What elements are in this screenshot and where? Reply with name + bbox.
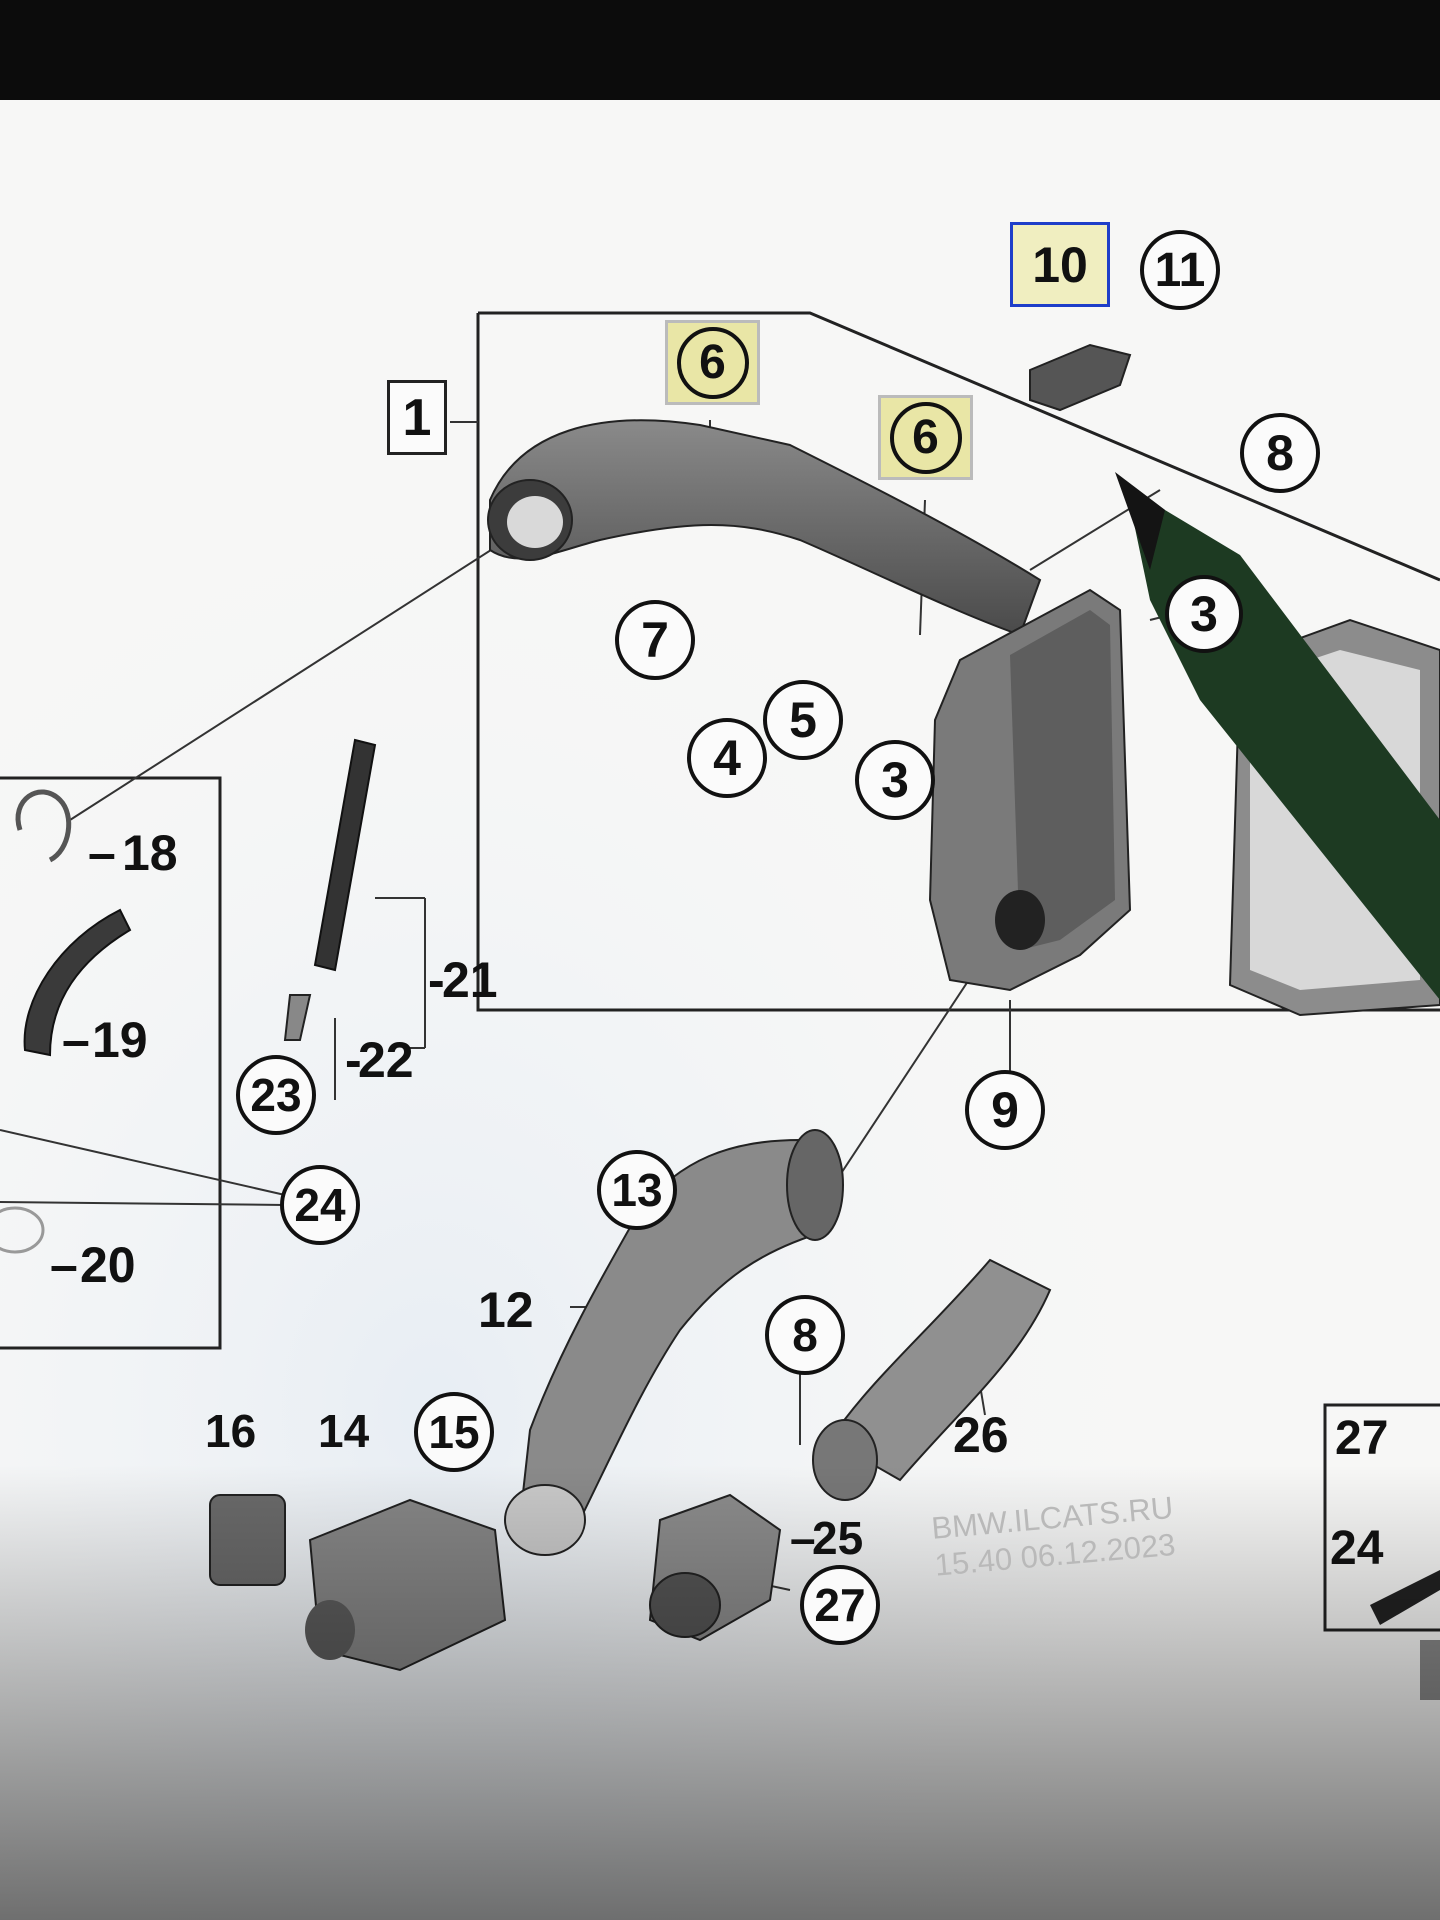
callout-26[interactable]: 26 <box>953 1407 1009 1463</box>
callout-11[interactable]: 11 <box>1140 230 1220 310</box>
callout-1[interactable]: 1 <box>387 380 447 455</box>
callout-19[interactable]: 19 <box>92 1012 148 1068</box>
callout-16[interactable]: 16 <box>205 1405 257 1457</box>
callout-18[interactable]: 18 <box>122 825 178 881</box>
callout-3-right[interactable]: 3 <box>1165 575 1243 653</box>
callout-23[interactable]: 23 <box>236 1055 316 1135</box>
callout-24-left[interactable]: 24 <box>280 1165 360 1245</box>
callout-8-bottom[interactable]: 8 <box>765 1295 845 1375</box>
callout-3-left[interactable]: 3 <box>855 740 935 820</box>
callout-6-right-circle: 6 <box>889 401 962 474</box>
callout-4[interactable]: 4 <box>687 718 767 798</box>
callout-27-bottom[interactable]: 27 <box>800 1565 880 1645</box>
callout-5[interactable]: 5 <box>763 680 843 760</box>
callout-10-selected[interactable]: 10 <box>1010 222 1110 307</box>
callout-13[interactable]: 13 <box>597 1150 677 1230</box>
callout-22-prefix: - <box>345 1032 362 1088</box>
stylus-tip <box>1115 472 1165 570</box>
callout-15[interactable]: 15 <box>414 1392 494 1472</box>
callout-14[interactable]: 14 <box>318 1405 370 1457</box>
callout-21-prefix: - <box>428 952 445 1008</box>
callout-25-prefix: – <box>790 1512 816 1564</box>
callout-7[interactable]: 7 <box>615 600 695 680</box>
callout-27-right[interactable]: 27 <box>1335 1412 1389 1465</box>
parts-diagram-screen: 1 6 6 10 11 8 3 7 5 4 3 9 – 18 – 19 – 20… <box>0 100 1440 1920</box>
callout-6-top[interactable]: 6 <box>665 320 760 405</box>
callout-6-top-circle: 6 <box>676 326 749 399</box>
callout-6-right[interactable]: 6 <box>878 395 973 480</box>
callout-21[interactable]: 21 <box>442 952 498 1008</box>
callout-25[interactable]: 25 <box>812 1512 864 1564</box>
callout-20-prefix: – <box>50 1237 78 1293</box>
callout-22[interactable]: 22 <box>358 1032 414 1088</box>
callout-19-prefix: – <box>62 1012 90 1068</box>
callout-12[interactable]: 12 <box>478 1282 534 1338</box>
callout-20[interactable]: 20 <box>80 1237 136 1293</box>
callout-9[interactable]: 9 <box>965 1070 1045 1150</box>
callout-8-top[interactable]: 8 <box>1240 413 1320 493</box>
callout-18-prefix: – <box>88 825 116 881</box>
callout-24-right[interactable]: 24 <box>1330 1522 1384 1575</box>
